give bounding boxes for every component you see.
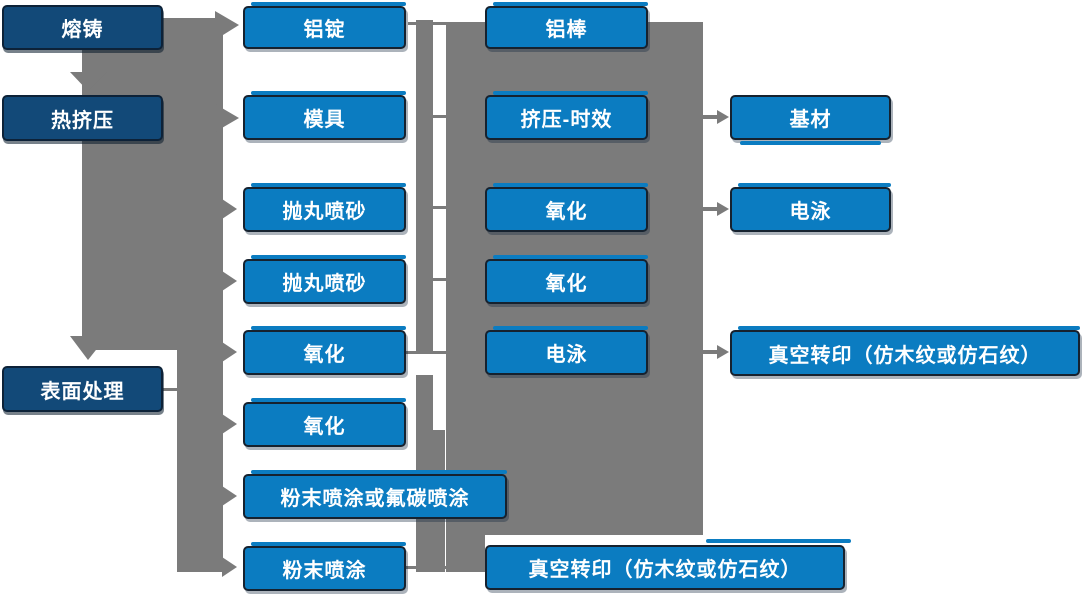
box-highlight-sliver [493,91,648,95]
flow-node-process: 氧化 [485,255,648,304]
flow-node-process: 基材 [730,95,891,145]
flow-node-label: 抛丸喷砂 [282,201,367,223]
flow-node-label: 电泳 [545,344,588,366]
flow-node-label: 表面处理 [40,380,125,403]
flow-node-process: 粉末喷涂 [243,542,406,591]
flow-node-stage: 熔铸 [2,5,163,50]
connector-bar [430,206,450,209]
flow-arrowhead-icon [222,414,237,434]
flow-node-process: 抛丸喷砂 [243,183,406,232]
box-highlight-sliver [251,326,406,330]
box-highlight-sliver [740,141,881,145]
flow-node-process: 氧化 [243,326,406,375]
box-highlight-sliver [738,183,891,187]
box-highlight-sliver [251,183,406,187]
flow-arrowhead-icon [717,110,729,124]
box-highlight-sliver [251,91,406,95]
flow-node-label: 氧化 [303,416,346,438]
flow-arrowhead-icon [717,202,729,216]
connector-bar [177,18,223,572]
flow-node-process: 真空转印（仿木纹或仿石纹） [485,539,851,590]
flow-node-label: 熔铸 [61,19,104,41]
connector-bar [430,115,450,118]
flow-arrowhead-icon [215,11,239,40]
flow-node-label: 基材 [789,109,832,131]
connector-bar [406,351,450,354]
flow-node-label: 抛丸喷砂 [282,273,367,295]
connector-bar [703,207,719,211]
connector-bar [163,18,218,33]
box-highlight-sliver [738,326,1080,330]
flow-node-process: 真空转印（仿木纹或仿石纹） [730,326,1080,376]
box-highlight-sliver [706,539,851,543]
connector-bar [446,535,485,572]
flow-node-stage: 热挤压 [2,95,163,141]
flow-arrowhead-icon [70,336,107,360]
flow-node-label: 铝锭 [303,19,346,41]
flow-node-process: 抛丸喷砂 [243,255,406,304]
flow-arrowhead-icon [222,486,237,506]
flow-node-label: 模具 [303,109,346,131]
flow-node-process: 氧化 [243,398,406,447]
flow-node-process: 电泳 [485,326,648,375]
flow-arrowhead-icon [222,557,237,577]
flow-node-process: 电泳 [730,183,891,232]
box-highlight-sliver [493,183,648,187]
box-highlight-sliver [251,398,406,402]
flow-node-process: 粉末喷涂或氟碳喷涂 [243,470,507,519]
flow-node-process: 挤压-时效 [485,91,648,140]
connector-bar [82,18,223,350]
flow-node-label: 挤压-时效 [520,109,613,131]
flow-arrowhead-icon [717,345,729,359]
box-highlight-sliver [251,470,507,474]
flow-node-process: 铝锭 [243,2,406,49]
connector-bar [408,22,450,25]
connector-bar [416,20,433,352]
flow-node-label: 铝棒 [545,19,588,41]
flow-node-label: 粉末喷涂 [282,560,367,582]
flow-node-process: 模具 [243,91,406,140]
box-highlight-sliver [251,542,406,546]
flow-node-label: 粉末喷涂或氟碳喷涂 [280,488,470,510]
flow-node-label: 氧化 [545,201,588,223]
box-highlight-sliver [493,326,648,330]
flow-arrowhead-icon [222,199,237,219]
box-highlight-sliver [493,255,648,259]
flow-arrowhead-icon [215,104,239,132]
connector-bar [703,115,719,119]
box-highlight-sliver [251,255,406,259]
flow-node-label: 热挤压 [51,109,114,132]
connector-bar [703,350,719,354]
flow-node-label: 真空转印（仿木纹或仿石纹） [528,559,802,581]
flow-node-label: 氧化 [303,344,346,366]
flow-node-process: 铝棒 [485,2,648,49]
flow-arrowhead-icon [222,342,237,362]
flow-arrowhead-icon [70,72,107,91]
flow-node-label: 电泳 [789,201,832,223]
flow-node-process: 氧化 [485,183,648,232]
flow-node-label: 氧化 [545,273,588,295]
flow-node-stage: 表面处理 [2,366,163,412]
connector-bar [430,278,450,281]
flow-arrowhead-icon [222,271,237,291]
box-highlight-sliver [251,2,406,6]
connector-bar [163,388,179,391]
flow-node-label: 真空转印（仿木纹或仿石纹） [768,344,1042,367]
box-highlight-sliver [493,2,648,6]
connector-bar [406,566,488,569]
